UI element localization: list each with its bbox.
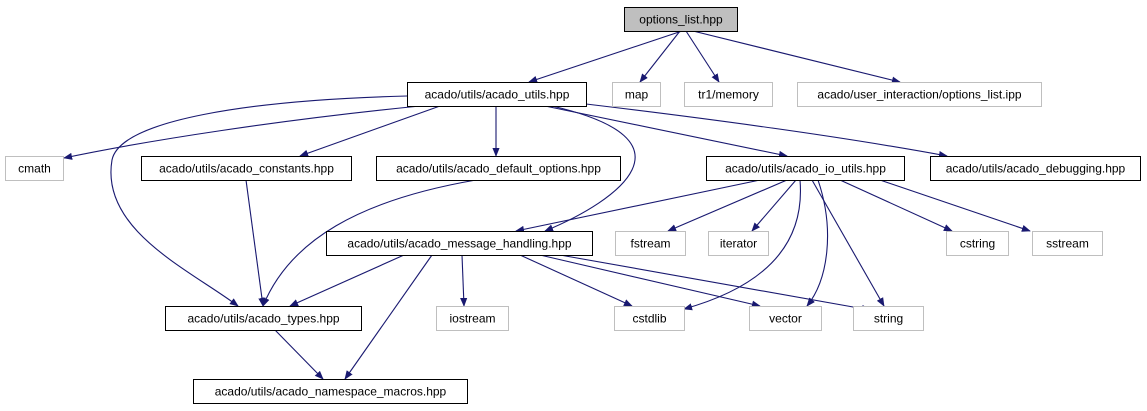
node-label: cstdlib bbox=[632, 312, 666, 326]
node-label: acado/user_interaction/options_list.ipp bbox=[817, 88, 1021, 102]
edge-acado-types-to-acado-namespace-macros bbox=[274, 329, 324, 380]
node-box bbox=[193, 379, 468, 404]
node-label: vector bbox=[769, 312, 802, 326]
node-box bbox=[708, 231, 769, 256]
node-label: acado/utils/acado_message_handling.hpp bbox=[347, 237, 571, 251]
node-acado-utils[interactable]: acado/utils/acado_utils.hpp bbox=[407, 82, 587, 107]
node-cstdlib: cstdlib bbox=[614, 306, 685, 331]
node-box bbox=[614, 306, 685, 331]
node-box bbox=[612, 82, 661, 107]
edge-acado-message-handling-to-acado-namespace-macros bbox=[344, 254, 433, 380]
node-box bbox=[946, 231, 1009, 256]
node-box bbox=[5, 156, 64, 181]
node-acado-namespace-macros[interactable]: acado/utils/acado_namespace_macros.hpp bbox=[193, 379, 468, 404]
node-box bbox=[326, 231, 593, 256]
node-label: string bbox=[874, 312, 903, 326]
node-label: acado/utils/acado_debugging.hpp bbox=[946, 162, 1126, 176]
edge-acado-io-utils-to-cstdlib bbox=[683, 179, 802, 311]
edge-acado-message-handling-to-iostream bbox=[460, 254, 468, 307]
edge-acado-utils-to-acado-types bbox=[110, 95, 408, 307]
node-options-list-ipp: acado/user_interaction/options_list.ipp bbox=[797, 82, 1042, 107]
edge-acado-utils-to-acado-io-utils bbox=[544, 105, 788, 158]
edge-acado-io-utils-to-fstream bbox=[667, 179, 788, 232]
edge-acado-io-utils-to-cstring bbox=[839, 179, 953, 232]
edge-options-list-to-acado-utils bbox=[528, 30, 683, 83]
edge-acado-io-utils-to-sstream bbox=[879, 179, 1031, 232]
node-box bbox=[930, 156, 1141, 181]
node-string: string bbox=[853, 306, 924, 331]
node-options-list[interactable]: options_list.hpp bbox=[624, 7, 738, 32]
node-label: options_list.hpp bbox=[639, 13, 723, 27]
node-iostream: iostream bbox=[436, 306, 509, 331]
node-vector: vector bbox=[749, 306, 822, 331]
node-box bbox=[797, 82, 1042, 107]
node-label: acado/utils/acado_constants.hpp bbox=[159, 162, 334, 176]
edge-options-list-to-options-list-ipp bbox=[692, 30, 901, 84]
node-box bbox=[624, 7, 738, 32]
node-box bbox=[165, 306, 362, 331]
edge-acado-utils-to-acado-constants bbox=[299, 105, 441, 157]
node-tr1-memory: tr1/memory bbox=[684, 82, 773, 107]
node-box bbox=[615, 231, 686, 256]
edge-acado-message-handling-to-vector bbox=[539, 254, 761, 308]
node-box bbox=[684, 82, 773, 107]
node-label: iostream bbox=[449, 312, 495, 326]
node-label: map bbox=[625, 88, 649, 102]
edge-acado-io-utils-to-acado-message-handling bbox=[515, 179, 761, 233]
edge-acado-message-handling-to-string bbox=[559, 254, 871, 313]
node-acado-types[interactable]: acado/utils/acado_types.hpp bbox=[165, 306, 362, 331]
node-label: acado/utils/acado_default_options.hpp bbox=[396, 162, 601, 176]
edge-acado-utils-to-acado-debugging bbox=[585, 103, 948, 159]
edge-acado-message-handling-to-acado-types bbox=[289, 254, 405, 307]
node-label: acado/utils/acado_utils.hpp bbox=[425, 88, 570, 102]
node-label: cmath bbox=[18, 162, 51, 176]
edge-options-list-to-map bbox=[639, 30, 681, 83]
node-box bbox=[853, 306, 924, 331]
edge-acado-constants-to-acado-types bbox=[245, 179, 266, 307]
node-box bbox=[376, 156, 621, 181]
edge-layer bbox=[63, 30, 1031, 380]
node-label: acado/utils/acado_io_utils.hpp bbox=[725, 162, 886, 176]
node-label: acado/utils/acado_namespace_macros.hpp bbox=[215, 385, 447, 399]
node-acado-default-options[interactable]: acado/utils/acado_default_options.hpp bbox=[376, 156, 621, 181]
node-fstream: fstream bbox=[615, 231, 686, 256]
node-acado-io-utils[interactable]: acado/utils/acado_io_utils.hpp bbox=[706, 156, 905, 181]
edge-acado-io-utils-to-string bbox=[811, 179, 885, 307]
node-label: cstring bbox=[960, 237, 995, 251]
node-box bbox=[749, 306, 822, 331]
node-label: tr1/memory bbox=[698, 88, 759, 102]
node-acado-message-handling[interactable]: acado/utils/acado_message_handling.hpp bbox=[326, 231, 593, 256]
edge-acado-default-options-to-acado-types bbox=[262, 179, 477, 307]
edge-options-list-to-tr1-memory bbox=[685, 30, 720, 83]
node-iterator: iterator bbox=[708, 231, 769, 256]
edge-acado-utils-to-acado-message-handling bbox=[544, 105, 636, 232]
node-sstream: sstream bbox=[1032, 231, 1103, 256]
node-label: iterator bbox=[720, 237, 757, 251]
node-box bbox=[436, 306, 509, 331]
node-box bbox=[407, 82, 587, 107]
node-layer: options_list.hpp acado/utils/acado_utils.… bbox=[5, 7, 1141, 404]
node-label: acado/utils/acado_types.hpp bbox=[187, 312, 339, 326]
edge-acado-message-handling-to-cstdlib bbox=[519, 254, 633, 307]
node-cstring: cstring bbox=[946, 231, 1009, 256]
node-cmath: cmath bbox=[5, 156, 64, 181]
node-box bbox=[141, 156, 352, 181]
node-acado-debugging[interactable]: acado/utils/acado_debugging.hpp bbox=[930, 156, 1141, 181]
node-box bbox=[706, 156, 905, 181]
node-acado-constants[interactable]: acado/utils/acado_constants.hpp bbox=[141, 156, 352, 181]
edge-acado-utils-to-cmath bbox=[63, 105, 421, 160]
edge-acado-io-utils-to-vector bbox=[806, 179, 829, 307]
node-label: sstream bbox=[1046, 237, 1089, 251]
node-label: fstream bbox=[630, 237, 670, 251]
edge-acado-io-utils-to-iterator bbox=[751, 179, 797, 232]
node-map: map bbox=[612, 82, 661, 107]
node-box bbox=[1032, 231, 1103, 256]
